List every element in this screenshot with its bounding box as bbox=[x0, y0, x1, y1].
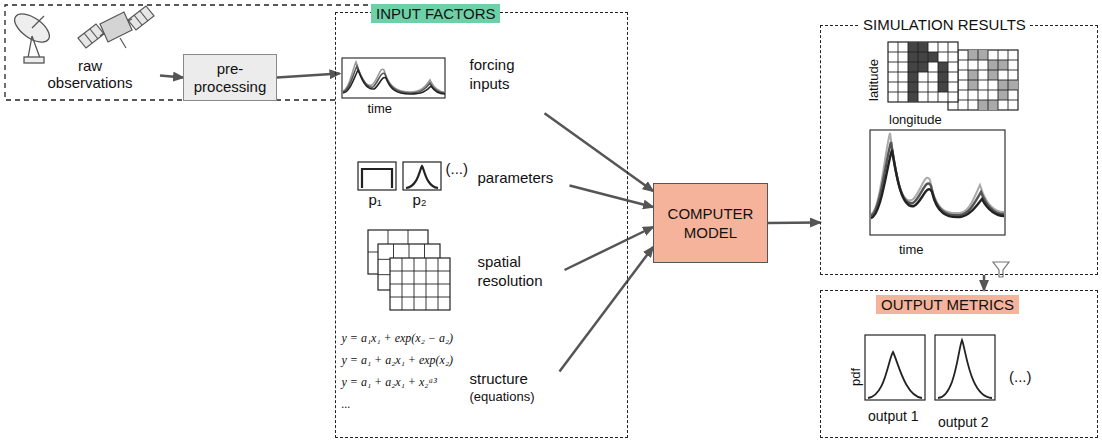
label-text: pdf bbox=[849, 368, 864, 386]
label-text: COMPUTER MODEL bbox=[661, 204, 761, 243]
label-text: output 1 bbox=[868, 408, 919, 424]
grid-figures bbox=[368, 42, 1018, 310]
flow-arrow bbox=[768, 221, 820, 224]
label-text: time bbox=[899, 243, 924, 258]
label-text: p₁ bbox=[369, 191, 382, 208]
pdf-plots bbox=[865, 335, 995, 400]
region-box: SIMULATION RESULTSlatitudelongitudetime bbox=[820, 25, 1098, 275]
label-text: y = a₁x₁ + exp(x₂ − a₂) bbox=[342, 332, 454, 346]
input-item: p₁ p₂ (...) parameters bbox=[355, 155, 570, 217]
label-text: longitude bbox=[889, 113, 942, 128]
process-box: pre-processing bbox=[183, 54, 277, 101]
dashed-region bbox=[5, 5, 372, 100]
label-text: time bbox=[368, 102, 393, 117]
label-text: (equations) bbox=[470, 390, 535, 405]
distribution-icons bbox=[358, 162, 441, 190]
label-text: p₂ bbox=[413, 191, 427, 208]
label-text: y = a₁ + a₂x₁ + x₂ᵃ³ bbox=[342, 376, 437, 390]
flow-arrow bbox=[545, 113, 654, 191]
flow-arrow bbox=[277, 74, 340, 78]
label-text: pre-processing bbox=[190, 60, 270, 95]
label-text: output 2 bbox=[938, 414, 989, 430]
region-box: INPUT FACTORStimeforcing inputsp₁p₂(...)… bbox=[335, 12, 628, 438]
input-item: time forcing inputs bbox=[340, 52, 545, 117]
input-item: spatial resolution bbox=[355, 228, 565, 313]
label-text: OUTPUT METRICS bbox=[876, 295, 1019, 314]
model-box: COMPUTER MODEL bbox=[653, 183, 768, 263]
label-text: forcing inputs bbox=[470, 55, 542, 94]
source-node: raw observations bbox=[10, 5, 160, 93]
label-text: y = a₁ + a₂x₁ + exp(x₂) bbox=[342, 354, 454, 368]
input-item: y = a₁x₁ + exp(x₂ − a₂) y = a₁ + a₂x₁ + e… bbox=[338, 330, 560, 435]
label-text: (...) bbox=[446, 160, 469, 177]
satellite-icon bbox=[78, 6, 154, 48]
label-text: spatial resolution bbox=[478, 252, 563, 291]
label-text: raw observations bbox=[40, 57, 140, 92]
label-text: (...) bbox=[1009, 368, 1032, 385]
label-text: ... bbox=[342, 398, 351, 412]
region-box: OUTPUT METRICS pdf output 1 output 2 (...) bbox=[820, 290, 1098, 438]
flow-arrow bbox=[570, 186, 654, 208]
label-text: INPUT FACTORS bbox=[371, 4, 500, 23]
forcing-chart bbox=[342, 58, 445, 98]
flow-arrow bbox=[160, 75, 183, 77]
label-text: latitude bbox=[867, 59, 882, 101]
label-text: SIMULATION RESULTS bbox=[859, 16, 1030, 33]
simulation-chart bbox=[870, 130, 1005, 235]
flow-arrow bbox=[560, 247, 654, 372]
dish-icon bbox=[10, 8, 54, 63]
label-text: structure bbox=[470, 370, 528, 387]
flow-arrow bbox=[983, 275, 986, 290]
label-text: parameters bbox=[478, 169, 554, 186]
